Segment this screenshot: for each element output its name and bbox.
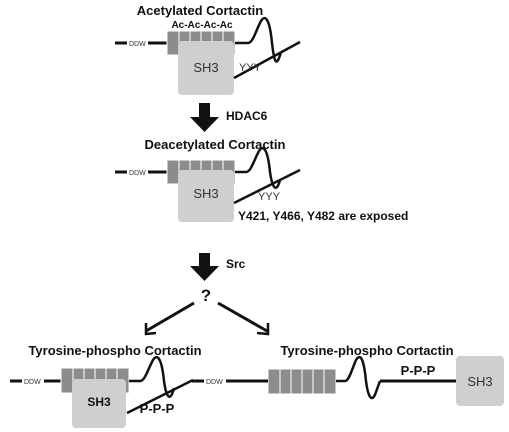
phospho-label: P-P-P <box>140 401 175 416</box>
ddw-label: DDW <box>129 170 146 177</box>
ddw-label: DDW <box>206 379 223 386</box>
branch: ? <box>144 286 270 336</box>
arrow-src: Src <box>190 253 246 281</box>
phospho-closed-title: Tyrosine-phospho Cortactin <box>28 343 201 358</box>
acetyl-label: Ac-Ac-Ac-Ac <box>171 20 233 31</box>
sh3-label: SH3 <box>87 395 111 409</box>
panel-acetylated: Acetylated Cortactin Ac-Ac-Ac-Ac DDW SH3… <box>115 3 301 95</box>
helix-wave <box>235 146 282 190</box>
helix-wave <box>129 355 176 399</box>
deacetylated-title: Deacetylated Cortactin <box>145 137 286 152</box>
tyrosine-label: YYY <box>258 191 281 203</box>
proline-tail-line <box>233 40 301 80</box>
helix-wave <box>336 355 382 400</box>
hdac6-label: HDAC6 <box>226 109 268 123</box>
arrowhead-right-icon <box>256 323 270 336</box>
src-label: Src <box>226 257 246 271</box>
panel-deacetylated: Deacetylated Cortactin DDW SH3 YYY Y421,… <box>115 137 408 223</box>
sh3-label: SH3 <box>467 374 492 389</box>
phospho-label: P-P-P <box>401 363 436 378</box>
sh3-label: SH3 <box>193 60 218 75</box>
proline-tail-line <box>233 168 301 205</box>
panel-phospho-open: Tyrosine-phospho Cortactin DDW P-P-P SH3 <box>192 343 504 406</box>
panel-phospho-closed: Tyrosine-phospho Cortactin DDW SH3 P-P-P <box>10 343 202 428</box>
sh3-domain <box>178 41 234 95</box>
sh3-domain <box>178 170 234 222</box>
question-mark: ? <box>201 286 211 305</box>
phospho-open-title: Tyrosine-phospho Cortactin <box>280 343 453 358</box>
ddw-label: DDW <box>129 41 146 48</box>
arrow-hdac6: HDAC6 <box>190 103 268 132</box>
arrowhead-left-icon <box>144 323 157 336</box>
branch-right-line <box>217 301 268 333</box>
helix-wave <box>235 16 283 63</box>
down-arrow-icon <box>190 103 219 132</box>
ddw-label: DDW <box>24 379 41 386</box>
branch-left-line <box>145 301 195 333</box>
sh3-domain <box>72 379 126 428</box>
exposed-tyrosines-note: Y421, Y466, Y482 are exposed <box>238 209 408 223</box>
sh3-label: SH3 <box>193 186 218 201</box>
proline-tail-line <box>126 378 194 415</box>
tyrosine-label: YYY <box>239 62 262 74</box>
sh3-domain <box>456 356 504 406</box>
down-arrow-icon <box>190 253 219 281</box>
acetylated-title: Acetylated Cortactin <box>137 3 263 18</box>
repeat-region <box>267 368 337 395</box>
